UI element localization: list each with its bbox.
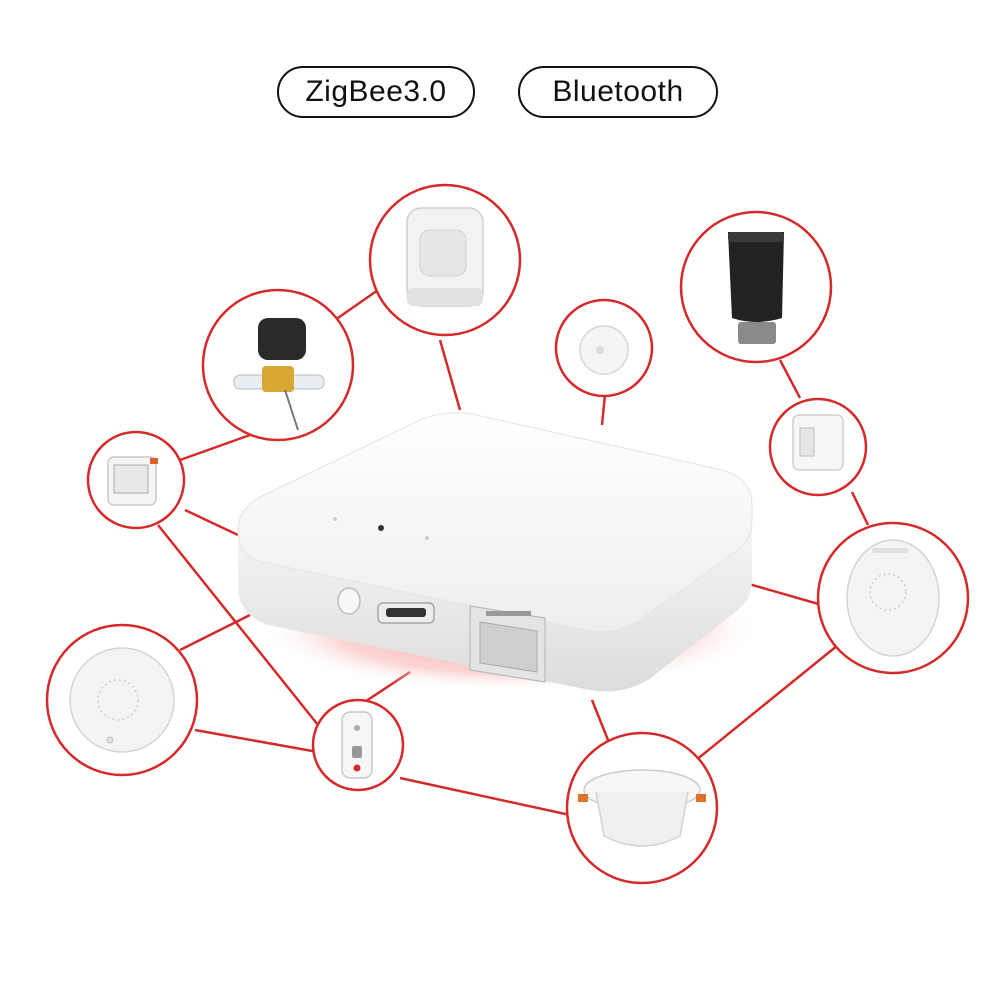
gas-grille bbox=[869, 573, 907, 611]
trv-icon bbox=[728, 232, 784, 322]
line-bot-gas bbox=[850, 491, 870, 526]
plug-socket bbox=[354, 725, 360, 731]
ethernet-port-socket bbox=[479, 621, 538, 673]
line-hub-light bbox=[590, 699, 612, 746]
fingerbot-bubble bbox=[768, 397, 868, 497]
valve-motor-icon bbox=[258, 318, 306, 360]
downlight-clip bbox=[696, 794, 706, 802]
connection-lines bbox=[157, 288, 870, 817]
line-valve-motion bbox=[334, 288, 379, 322]
zigbee-gateway-hub bbox=[237, 412, 760, 692]
line-motion bbox=[438, 339, 462, 411]
smoke-detector-bubble bbox=[45, 623, 199, 777]
leak-drop bbox=[596, 346, 604, 354]
smart-plug-icon bbox=[341, 711, 373, 779]
motion-sensor-bubble bbox=[368, 183, 522, 337]
line-smoke-hub bbox=[179, 613, 251, 652]
smart-plug-bubble bbox=[311, 698, 405, 792]
water-leak-bubble bbox=[554, 298, 654, 398]
bluetooth-badge: Bluetooth bbox=[518, 66, 718, 118]
gas-alarm-icon bbox=[846, 539, 940, 657]
line-temp-hub bbox=[184, 508, 239, 537]
water-valve-bubble bbox=[201, 288, 355, 442]
line-smoke-plug bbox=[194, 728, 319, 754]
downlight-clip bbox=[578, 794, 588, 802]
reset-button bbox=[337, 587, 361, 615]
line-gas-light bbox=[689, 644, 839, 766]
sensor-display bbox=[113, 464, 149, 494]
line-temp-plug bbox=[157, 524, 323, 731]
downlight-body bbox=[595, 791, 689, 847]
downlight-bubble bbox=[565, 731, 719, 885]
gas-alarm-bubble bbox=[816, 521, 970, 675]
smoke-grille bbox=[97, 679, 139, 721]
gas-label bbox=[872, 548, 908, 553]
valve-cable bbox=[284, 389, 299, 431]
motion-base bbox=[407, 288, 483, 306]
ethernet-pins bbox=[486, 611, 531, 616]
smoke-detector-icon bbox=[69, 647, 175, 753]
bluetooth-label: Bluetooth bbox=[552, 75, 684, 108]
line-leak bbox=[600, 394, 607, 426]
led-indicator bbox=[378, 525, 384, 531]
led-indicator bbox=[425, 536, 429, 540]
line-valve-temp bbox=[179, 433, 251, 462]
smoke-indicator bbox=[106, 736, 114, 744]
line-plug-light bbox=[399, 776, 571, 817]
led-indicator bbox=[333, 517, 337, 521]
trv-bubble bbox=[679, 210, 833, 364]
zigbee-badge: ZigBee3.0 bbox=[277, 66, 475, 118]
sensor-tab bbox=[150, 458, 158, 464]
line-trv-bot bbox=[778, 359, 802, 399]
trv-top bbox=[728, 232, 784, 242]
water-valve-circle bbox=[201, 288, 355, 442]
temperature-sensor-bubble bbox=[86, 430, 186, 530]
valve-brass bbox=[262, 366, 294, 392]
trv-thread bbox=[738, 322, 776, 344]
plug-button bbox=[352, 746, 362, 758]
usb-port-slot bbox=[386, 608, 426, 617]
motion-lens bbox=[419, 229, 467, 277]
zigbee-label: ZigBee3.0 bbox=[305, 75, 447, 108]
plug-led bbox=[353, 764, 361, 772]
fingerbot-arm bbox=[799, 427, 815, 457]
